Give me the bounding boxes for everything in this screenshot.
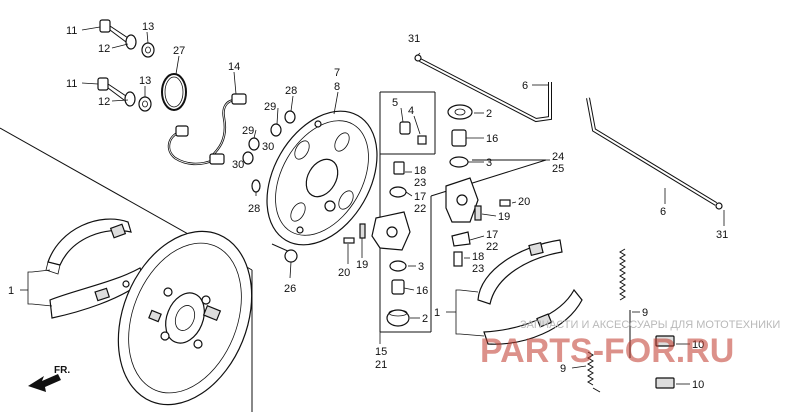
front-direction-arrow: FR. xyxy=(28,365,70,392)
label-2-lower: 2 xyxy=(422,313,428,325)
label-11-upper: 11 xyxy=(66,25,77,37)
return-spring-upper xyxy=(619,248,631,358)
label-30-lower: 30 xyxy=(232,159,244,171)
label-7: 7 xyxy=(334,67,340,79)
label-17-upper: 17 xyxy=(414,191,426,203)
watermark-logo: PARTS-FOR.RU xyxy=(480,332,734,370)
shoe-pad-upper xyxy=(655,335,675,347)
label-28-lower: 28 xyxy=(248,203,260,215)
label-14: 14 xyxy=(228,61,240,73)
label-28-upper: 28 xyxy=(285,85,297,97)
label-1-left: 1 xyxy=(8,285,14,297)
label-24: 24 xyxy=(552,151,564,163)
brake-shoe-upper-right xyxy=(477,239,563,305)
upper-cylinder-parts xyxy=(399,104,511,267)
brake-hose xyxy=(167,93,247,166)
label-29-upper: 29 xyxy=(264,101,276,113)
watermark: ЗАПЧАСТИ И АКСЕССУАРЫ ДЛЯ МОТОТЕХНИКИ PA… xyxy=(480,319,780,370)
label-18-upper: 18 xyxy=(414,165,426,177)
brake-shoe-upper-left xyxy=(45,218,132,275)
label-16-upper: 16 xyxy=(486,133,498,145)
label-3-lower: 3 xyxy=(418,261,424,273)
label-6-lower: 6 xyxy=(660,206,666,218)
label-20-left: 20 xyxy=(338,267,350,279)
part-labels: 11 12 13 11 12 13 27 14 28 29 30 29 30 2… xyxy=(8,21,728,391)
shoe-pad-lower xyxy=(655,377,675,389)
label-31-upper: 31 xyxy=(408,33,420,45)
wheel-cylinder-box xyxy=(379,91,547,333)
label-23-lower: 23 xyxy=(472,263,484,275)
label-9-lower: 9 xyxy=(560,363,566,375)
label-11-lower: 11 xyxy=(66,78,77,90)
front-direction-label: FR. xyxy=(54,365,70,376)
label-26: 26 xyxy=(284,283,296,295)
label-2-upper: 2 xyxy=(486,108,492,120)
lower-cylinder-parts xyxy=(343,161,411,327)
label-31-lower: 31 xyxy=(716,229,728,241)
label-10-lower: 10 xyxy=(692,379,704,391)
label-27: 27 xyxy=(173,45,185,57)
label-25: 25 xyxy=(552,163,564,175)
label-20-right: 20 xyxy=(518,196,530,208)
label-18-lower: 18 xyxy=(472,251,484,263)
label-1-right: 1 xyxy=(434,307,440,319)
label-22-lower: 22 xyxy=(486,241,498,253)
label-4: 4 xyxy=(408,105,414,117)
label-5: 5 xyxy=(392,97,398,109)
backing-plate xyxy=(266,110,378,246)
label-23-upper: 23 xyxy=(414,177,426,189)
fitting-parts xyxy=(242,110,296,193)
label-9-upper: 9 xyxy=(642,307,648,319)
label-3-upper: 3 xyxy=(486,157,492,169)
label-21: 21 xyxy=(375,359,387,371)
label-12-upper: 12 xyxy=(98,43,110,55)
label-12-lower: 12 xyxy=(98,96,110,108)
return-spring-lower xyxy=(587,351,601,393)
leader-lines xyxy=(20,26,725,385)
label-19-right: 19 xyxy=(498,211,510,223)
label-6-upper: 6 xyxy=(522,80,528,92)
label-17-lower: 17 xyxy=(486,229,498,241)
label-22-upper: 22 xyxy=(414,203,426,215)
label-13-lower: 13 xyxy=(139,75,151,87)
label-19-left: 19 xyxy=(356,259,368,271)
mounting-bolt xyxy=(271,243,298,263)
label-10-upper: 10 xyxy=(692,339,704,351)
label-29-lower: 29 xyxy=(242,125,254,137)
label-8: 8 xyxy=(334,81,340,93)
label-13-upper: 13 xyxy=(142,21,154,33)
label-16-lower: 16 xyxy=(416,285,428,297)
o-ring xyxy=(161,73,187,111)
label-30-upper: 30 xyxy=(262,141,274,153)
brake-panel-left xyxy=(117,230,253,406)
bolt-assembly-upper xyxy=(99,19,155,58)
watermark-tagline: ЗАПЧАСТИ И АКСЕССУАРЫ ДЛЯ МОТОТЕХНИКИ xyxy=(520,319,780,331)
brake-pipe-upper xyxy=(414,54,552,123)
brake-pipe-right xyxy=(586,97,723,210)
brake-shoe-lower-right xyxy=(483,288,583,345)
label-15: 15 xyxy=(375,346,387,358)
